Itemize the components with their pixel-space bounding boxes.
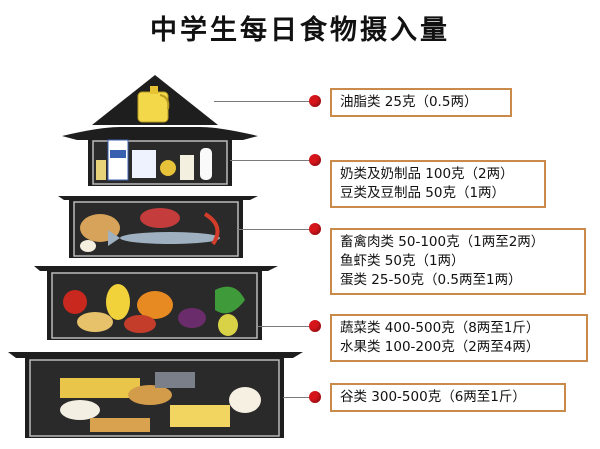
label-line: 谷类 300-500克（6两至1斤） — [340, 389, 526, 405]
connector-vegetables — [258, 326, 310, 327]
tier-meat — [58, 196, 258, 258]
tier-vegetables — [34, 266, 278, 340]
connector-dairy — [230, 160, 310, 161]
label-line: 豆类及豆制品 50克（1两） — [340, 185, 506, 201]
label-meat: 畜禽肉类 50-100克（1两至2两） 鱼虾类 50克（1两） 蛋类 25-50… — [330, 228, 586, 295]
label-grains: 谷类 300-500克（6两至1斤） — [330, 383, 566, 412]
label-oils: 油脂类 25克（0.5两） — [330, 88, 512, 117]
label-line: 畜禽肉类 50-100克（1两至2两） — [340, 234, 545, 250]
marker-dot-oils — [309, 95, 321, 107]
tier-dairy — [62, 127, 258, 186]
dairy-icon — [96, 139, 212, 181]
marker-dot-dairy — [309, 154, 321, 166]
tier-grains — [8, 352, 303, 438]
marker-dot-grains — [309, 391, 321, 403]
label-line: 鱼虾类 50克（1两） — [340, 253, 465, 269]
meat-fish-icon — [80, 208, 220, 252]
grains-icon — [60, 372, 261, 432]
marker-dot-meat — [309, 223, 321, 235]
connector-oils — [214, 101, 310, 102]
marker-dot-vegetables — [309, 320, 321, 332]
label-line: 油脂类 25克（0.5两） — [340, 94, 478, 110]
connector-grains — [283, 397, 310, 398]
vegetables-fruits-icon — [63, 284, 245, 336]
oil-bottle-icon — [137, 86, 170, 123]
label-line: 奶类及奶制品 100克（2两） — [340, 166, 514, 182]
tier-oils — [92, 75, 218, 125]
connector-meat — [238, 229, 310, 230]
label-line: 蔬菜类 400-500克（8两至1斤） — [340, 320, 540, 336]
label-vegetables: 蔬菜类 400-500克（8两至1斤） 水果类 100-200克（2两至4两） — [330, 314, 588, 362]
label-line: 水果类 100-200克（2两至4两） — [340, 339, 540, 355]
label-dairy: 奶类及奶制品 100克（2两） 豆类及豆制品 50克（1两） — [330, 160, 546, 208]
label-line: 蛋类 25-50克（0.5两至1两） — [340, 272, 522, 288]
page-title: 中学生每日食物摄入量 — [150, 15, 450, 46]
